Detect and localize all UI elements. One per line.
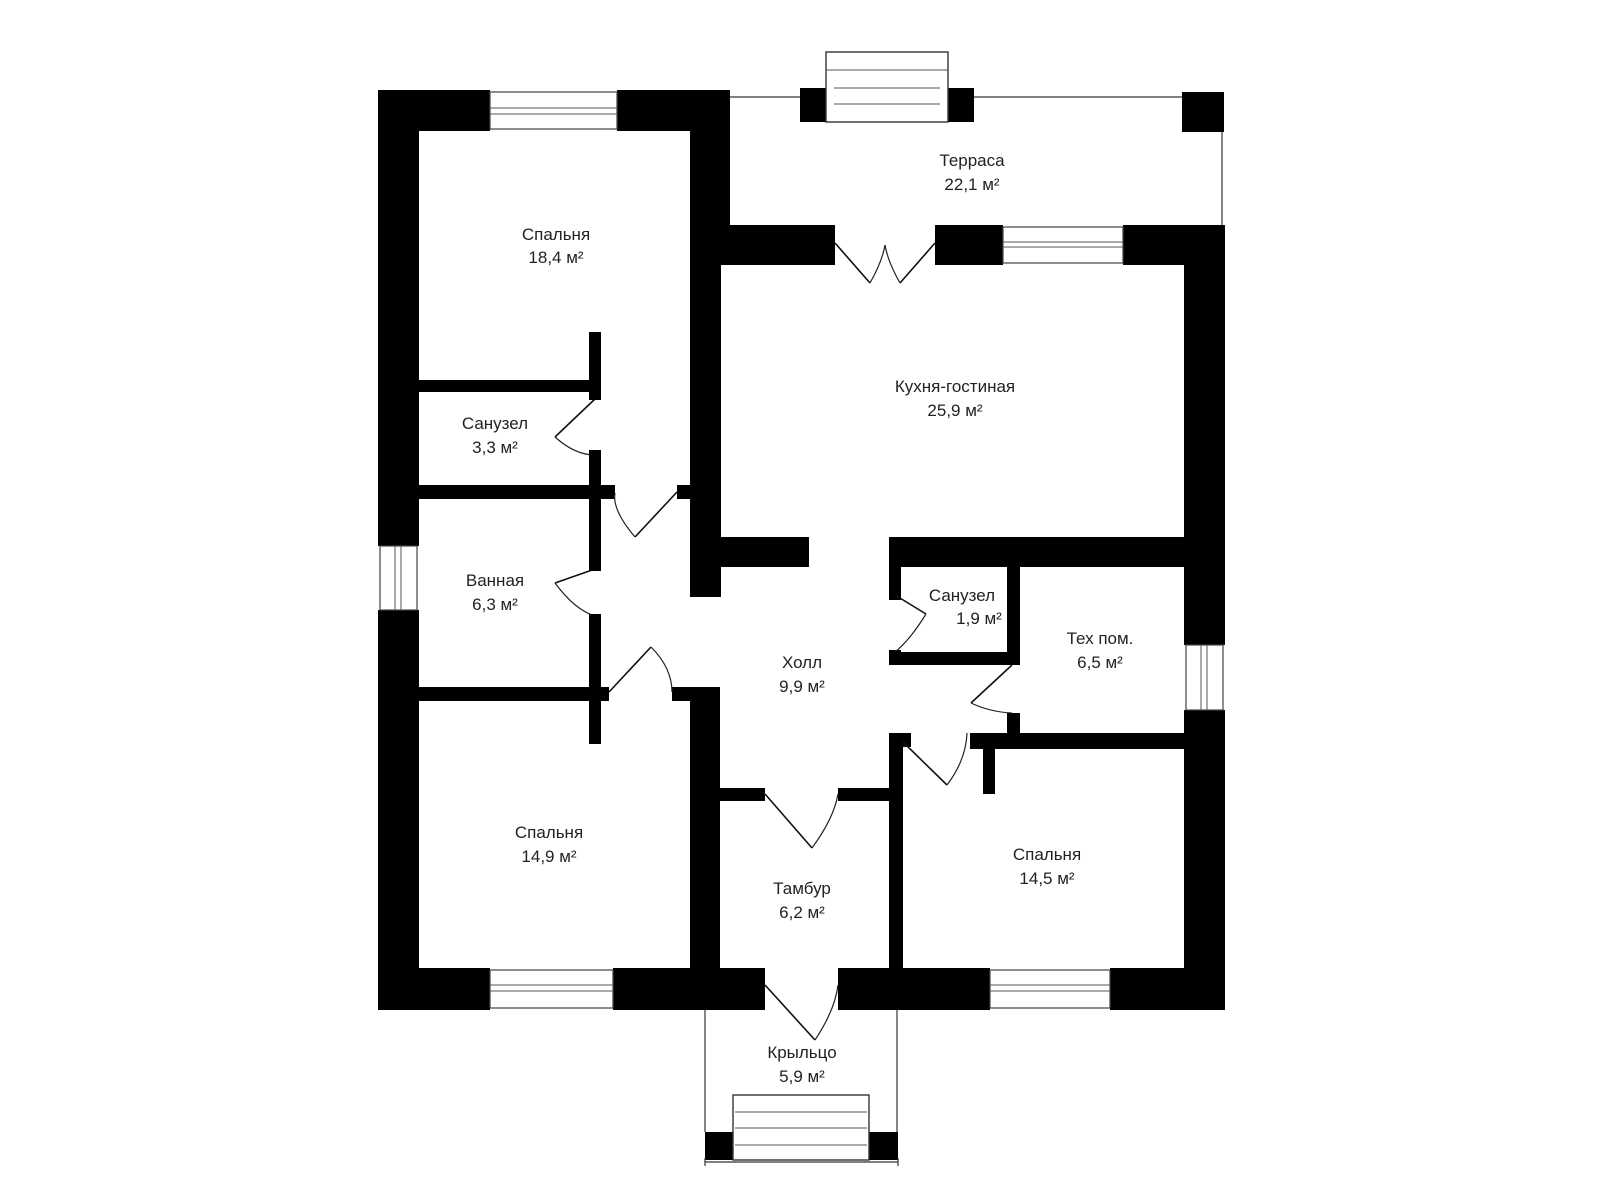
bedroom3-name: Спальня bbox=[1013, 845, 1081, 864]
bath2-name: Санузел bbox=[929, 586, 995, 605]
windows bbox=[379, 91, 1224, 1009]
porch-outline bbox=[704, 1010, 899, 1166]
kitchen-name: Кухня-гостиная bbox=[895, 377, 1015, 396]
vestibule-name: Тамбур bbox=[773, 879, 831, 898]
bath1-name: Санузел bbox=[462, 414, 528, 433]
porch-area: 5,9 м² bbox=[779, 1067, 825, 1086]
bedroom3-area: 14,5 м² bbox=[1019, 869, 1074, 888]
hall-name: Холл bbox=[782, 653, 822, 672]
terrace-name: Терраса bbox=[939, 151, 1005, 170]
room-labels: Терраса 22,1 м² Спальня 18,4 м² Санузел … bbox=[462, 151, 1134, 1086]
terrace-outline bbox=[730, 96, 1223, 225]
kitchen-area: 25,9 м² bbox=[927, 401, 982, 420]
bedroom2-area: 14,9 м² bbox=[521, 847, 576, 866]
bathroom-name: Ванная bbox=[466, 571, 524, 590]
terrace-steps bbox=[825, 51, 949, 123]
bath1-area: 3,3 м² bbox=[472, 438, 518, 457]
vestibule-area: 6,2 м² bbox=[779, 903, 825, 922]
bedroom1-area: 18,4 м² bbox=[528, 248, 583, 267]
bedroom1-name: Спальня bbox=[522, 225, 590, 244]
bathroom-area: 6,3 м² bbox=[472, 595, 518, 614]
walls bbox=[378, 88, 1225, 1160]
hall-area: 9,9 м² bbox=[779, 677, 825, 696]
bath2-area: 1,9 м² bbox=[956, 609, 1002, 628]
terrace-area: 22,1 м² bbox=[944, 175, 999, 194]
porch-steps bbox=[732, 1094, 870, 1161]
tech-name: Тех пом. bbox=[1067, 629, 1134, 648]
tech-area: 6,5 м² bbox=[1077, 653, 1123, 672]
doors bbox=[554, 242, 1013, 1041]
porch-name: Крыльцо bbox=[767, 1043, 836, 1062]
bedroom2-name: Спальня bbox=[515, 823, 583, 842]
